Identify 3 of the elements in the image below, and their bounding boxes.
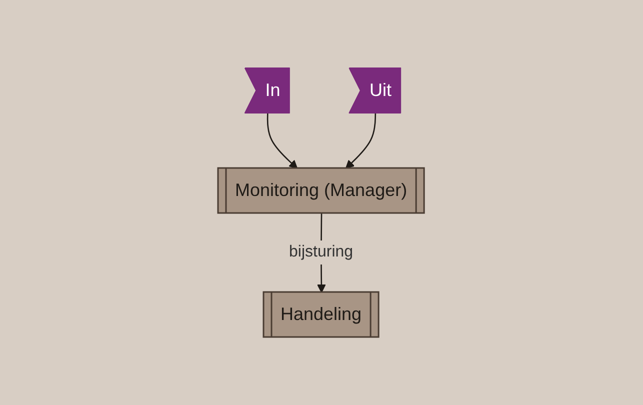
arrow [346,113,377,169]
edge-label: bijsturing [289,244,354,260]
arrow [267,113,298,169]
